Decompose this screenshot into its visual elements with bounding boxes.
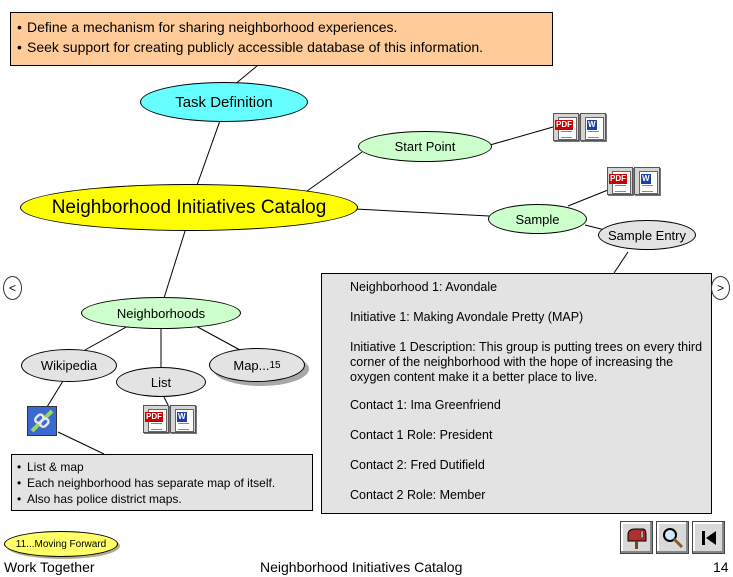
map-label: Map... [233, 357, 270, 373]
sample-label: Sample [515, 211, 560, 227]
entry-field: Neighborhood 1: Avondale [350, 280, 498, 294]
map-count-badge: 15 [269, 359, 281, 371]
next-slide-button[interactable]: > [711, 276, 730, 300]
link-catalog-start [299, 151, 363, 197]
pdf-icon[interactable]: PDF [607, 167, 633, 195]
neighborhoods-node[interactable]: Neighborhoods [81, 297, 241, 329]
sample-entry-node[interactable]: Sample Entry [598, 220, 696, 250]
catalog-node[interactable]: Neighborhood Initiatives Catalog [20, 184, 358, 231]
page-number: 14 [713, 559, 729, 575]
entry-field: Contact 1 Role: President [350, 428, 493, 442]
moving-forward-link[interactable]: 11...Moving Forward [4, 531, 118, 557]
entry-field: Contact 2 Role: Member [350, 488, 486, 502]
sample-node[interactable]: Sample [488, 204, 587, 234]
sample-entry-label: Sample Entry [607, 227, 687, 243]
link-neighborhoods-map [193, 324, 241, 351]
task-definition-node[interactable]: Task Definition [140, 82, 308, 122]
map-node[interactable]: Map...15 [209, 348, 305, 382]
catalog-label: Neighborhood Initiatives Catalog [51, 196, 327, 218]
task-definition-label: Task Definition [175, 93, 273, 111]
entry-field: Contact 2: Fred Dutifield [350, 458, 485, 472]
start-point-docs: PDF W [553, 113, 606, 141]
link-icon-notes [57, 431, 105, 455]
link-chain-icon[interactable] [27, 406, 57, 436]
list-label: List [150, 374, 172, 390]
goal-item: Seek support for creating publicly acces… [15, 37, 552, 57]
entry-field: Initiative 1: Making Avondale Pretty (MA… [350, 310, 584, 324]
link-entry-box [613, 251, 629, 274]
link-catalog-sample [354, 208, 490, 217]
sample-docs: PDF W [607, 167, 660, 195]
pdf-icon[interactable]: PDF [143, 405, 169, 433]
footer-left: Work Together [4, 559, 95, 575]
start-point-label: Start Point [394, 139, 456, 154]
link-wikipedia-icon [46, 380, 64, 408]
word-doc-icon[interactable]: W [170, 405, 196, 433]
note-item: Also has police district maps. [15, 491, 312, 507]
list-docs: PDF W [143, 405, 196, 433]
first-page-icon[interactable] [692, 521, 725, 554]
mailbox-icon[interactable] [620, 521, 653, 554]
entry-field: Initiative 1 Description: This group is … [350, 340, 703, 384]
word-doc-icon[interactable]: W [634, 167, 660, 195]
goal-item: Define a mechanism for sharing neighborh… [15, 17, 552, 37]
neighborhoods-label: Neighborhoods [116, 305, 206, 321]
wikipedia-node[interactable]: Wikipedia [21, 349, 117, 382]
link-start-docs [489, 126, 554, 146]
pdf-icon[interactable]: PDF [553, 113, 579, 141]
list-node[interactable]: List [116, 367, 206, 397]
sample-entry-details: Neighborhood 1: Avondale Initiative 1: M… [321, 273, 712, 514]
link-catalog-neighborhoods [163, 227, 187, 299]
wikipedia-label: Wikipedia [40, 358, 98, 373]
note-item: Each neighborhood has separate map of it… [15, 475, 312, 491]
entry-field: Contact 1: Ima Greenfriend [350, 398, 501, 412]
neighborhood-notes-box: List & map Each neighborhood has separat… [11, 454, 313, 511]
prev-arrow-icon: < [8, 281, 16, 295]
link-sample-docs [567, 189, 609, 207]
link-neighborhoods-wikipedia [84, 325, 129, 351]
note-item: List & map [15, 459, 312, 475]
link-task-catalog [195, 114, 223, 189]
goals-box: Define a mechanism for sharing neighborh… [10, 12, 553, 66]
moving-forward-label: 11...Moving Forward [15, 538, 107, 550]
start-point-node[interactable]: Start Point [358, 131, 492, 162]
magnifier-icon[interactable] [656, 521, 689, 554]
prev-slide-button[interactable]: < [3, 276, 22, 300]
word-doc-icon[interactable]: W [580, 113, 606, 141]
next-arrow-icon: > [716, 281, 724, 295]
footer-title: Neighborhood Initiatives Catalog [260, 559, 463, 575]
